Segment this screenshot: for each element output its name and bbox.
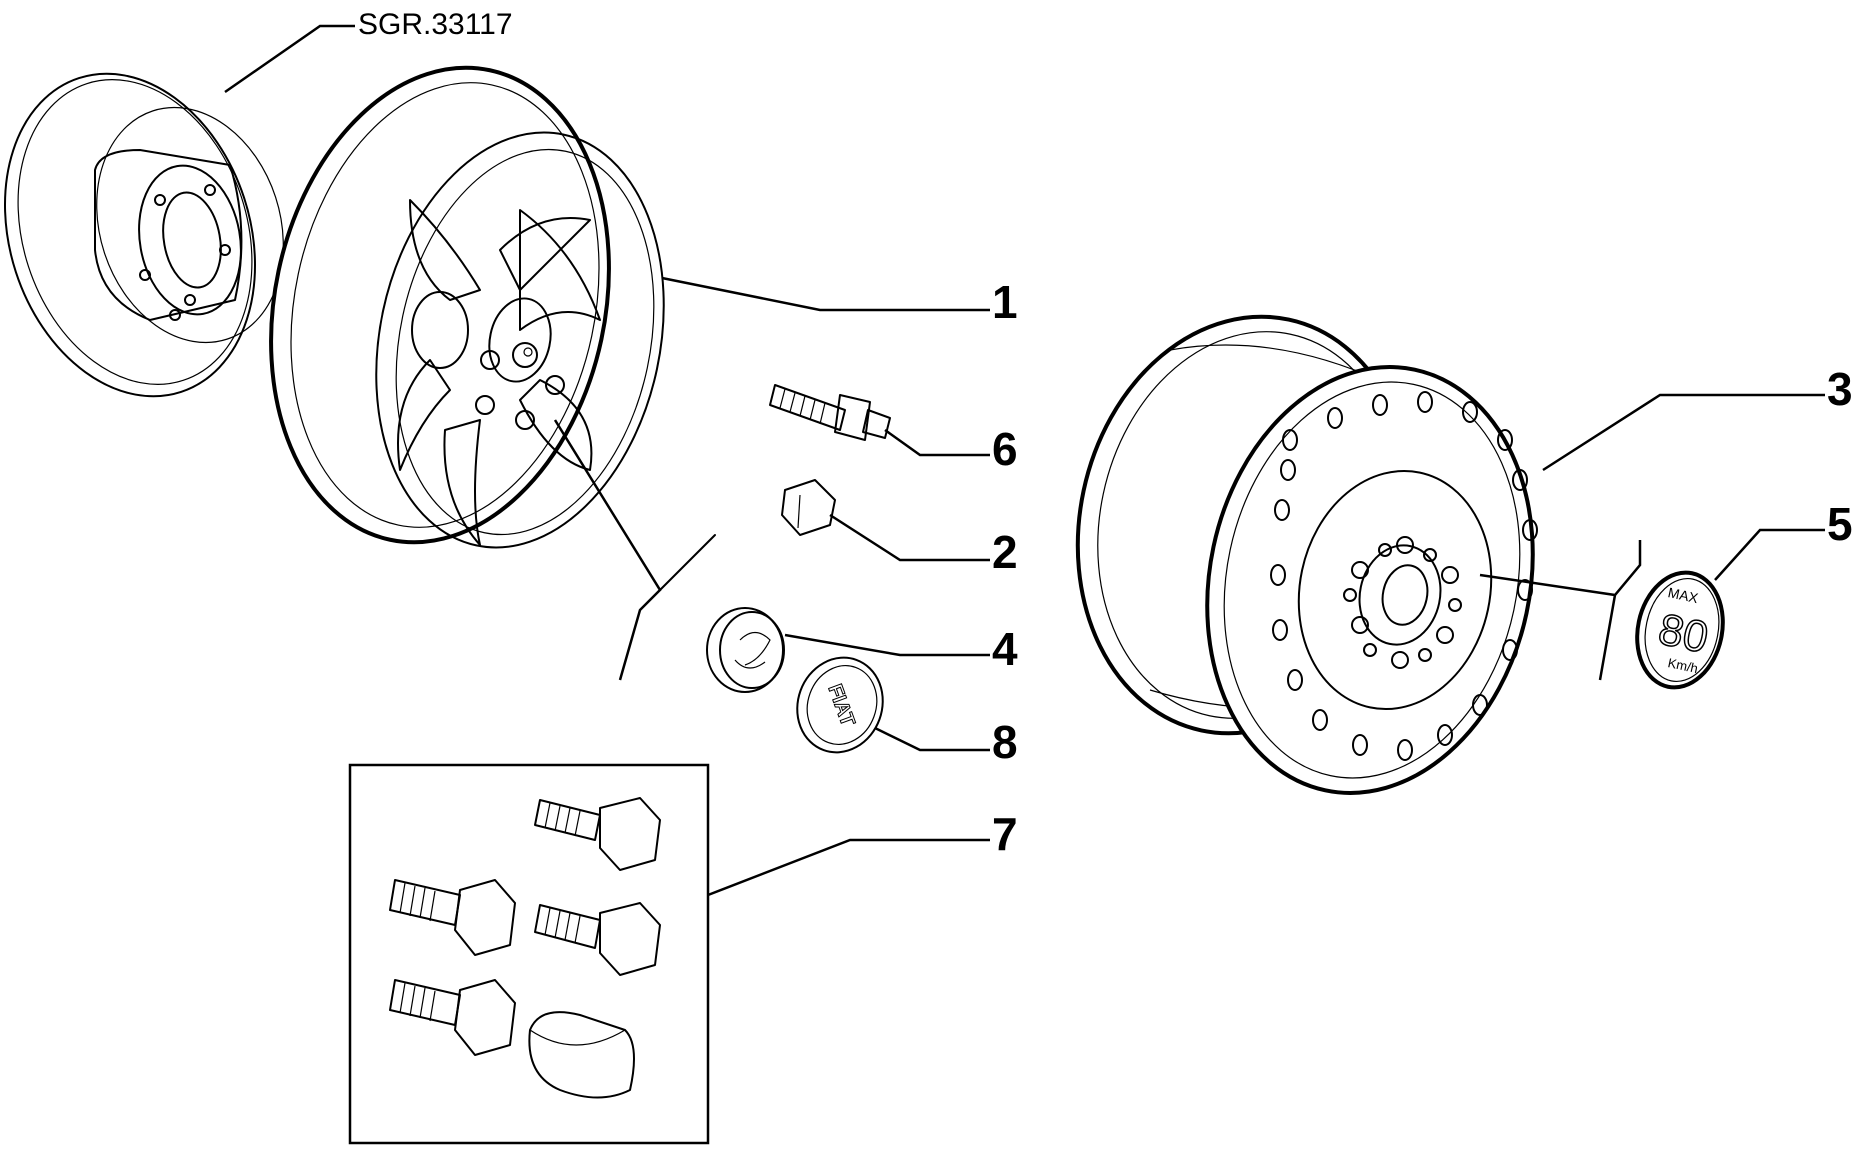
callout-2: 2 (992, 526, 1018, 578)
locking-bolt-4 (389, 979, 516, 1056)
callout-8: 8 (992, 716, 1018, 768)
speed-label-max: MAX (1667, 584, 1701, 606)
locking-bolt-3 (534, 902, 661, 976)
stud-bolt (769, 384, 891, 441)
bolt-key-socket (528, 1011, 635, 1099)
leader-1 (661, 276, 990, 312)
locking-bolt-1 (534, 797, 661, 871)
fiat-center-cap: FIAT (796, 656, 884, 754)
callout-3: 3 (1827, 363, 1853, 415)
callout-5: 5 (1827, 498, 1853, 550)
callout-1: 1 (992, 276, 1018, 328)
leader-4 (784, 633, 990, 657)
wheel-nut (781, 479, 836, 536)
leader-wheel-label (1479, 540, 1642, 681)
callout-6: 6 (992, 423, 1018, 475)
steel-wheel (1075, 314, 1538, 795)
locking-bolt-2 (389, 879, 516, 956)
leader-reference (224, 24, 355, 94)
leader-5 (1714, 528, 1825, 581)
callout-7: 7 (992, 808, 1018, 860)
reference-code: SGR.33117 (358, 8, 513, 41)
speed-label-unit: Km/h (1667, 655, 1700, 676)
leader-7 (707, 838, 990, 897)
callout-4: 4 (992, 623, 1018, 675)
speed-limit-sticker: MAX 80 Km/h (1635, 570, 1725, 690)
leader-6 (884, 428, 990, 457)
alloy-wheel (269, 65, 665, 549)
bolt-kit-box (348, 763, 710, 1145)
brake-disc (4, 72, 284, 398)
speed-label-value: 80 (1654, 605, 1712, 663)
leader-wheel-axis (553, 419, 662, 681)
leader-3 (1542, 393, 1825, 472)
leader-2 (829, 513, 990, 562)
leader-8 (874, 726, 990, 752)
fiat-logo: FIAT (823, 681, 858, 729)
hub-cap-emblem (706, 607, 785, 693)
